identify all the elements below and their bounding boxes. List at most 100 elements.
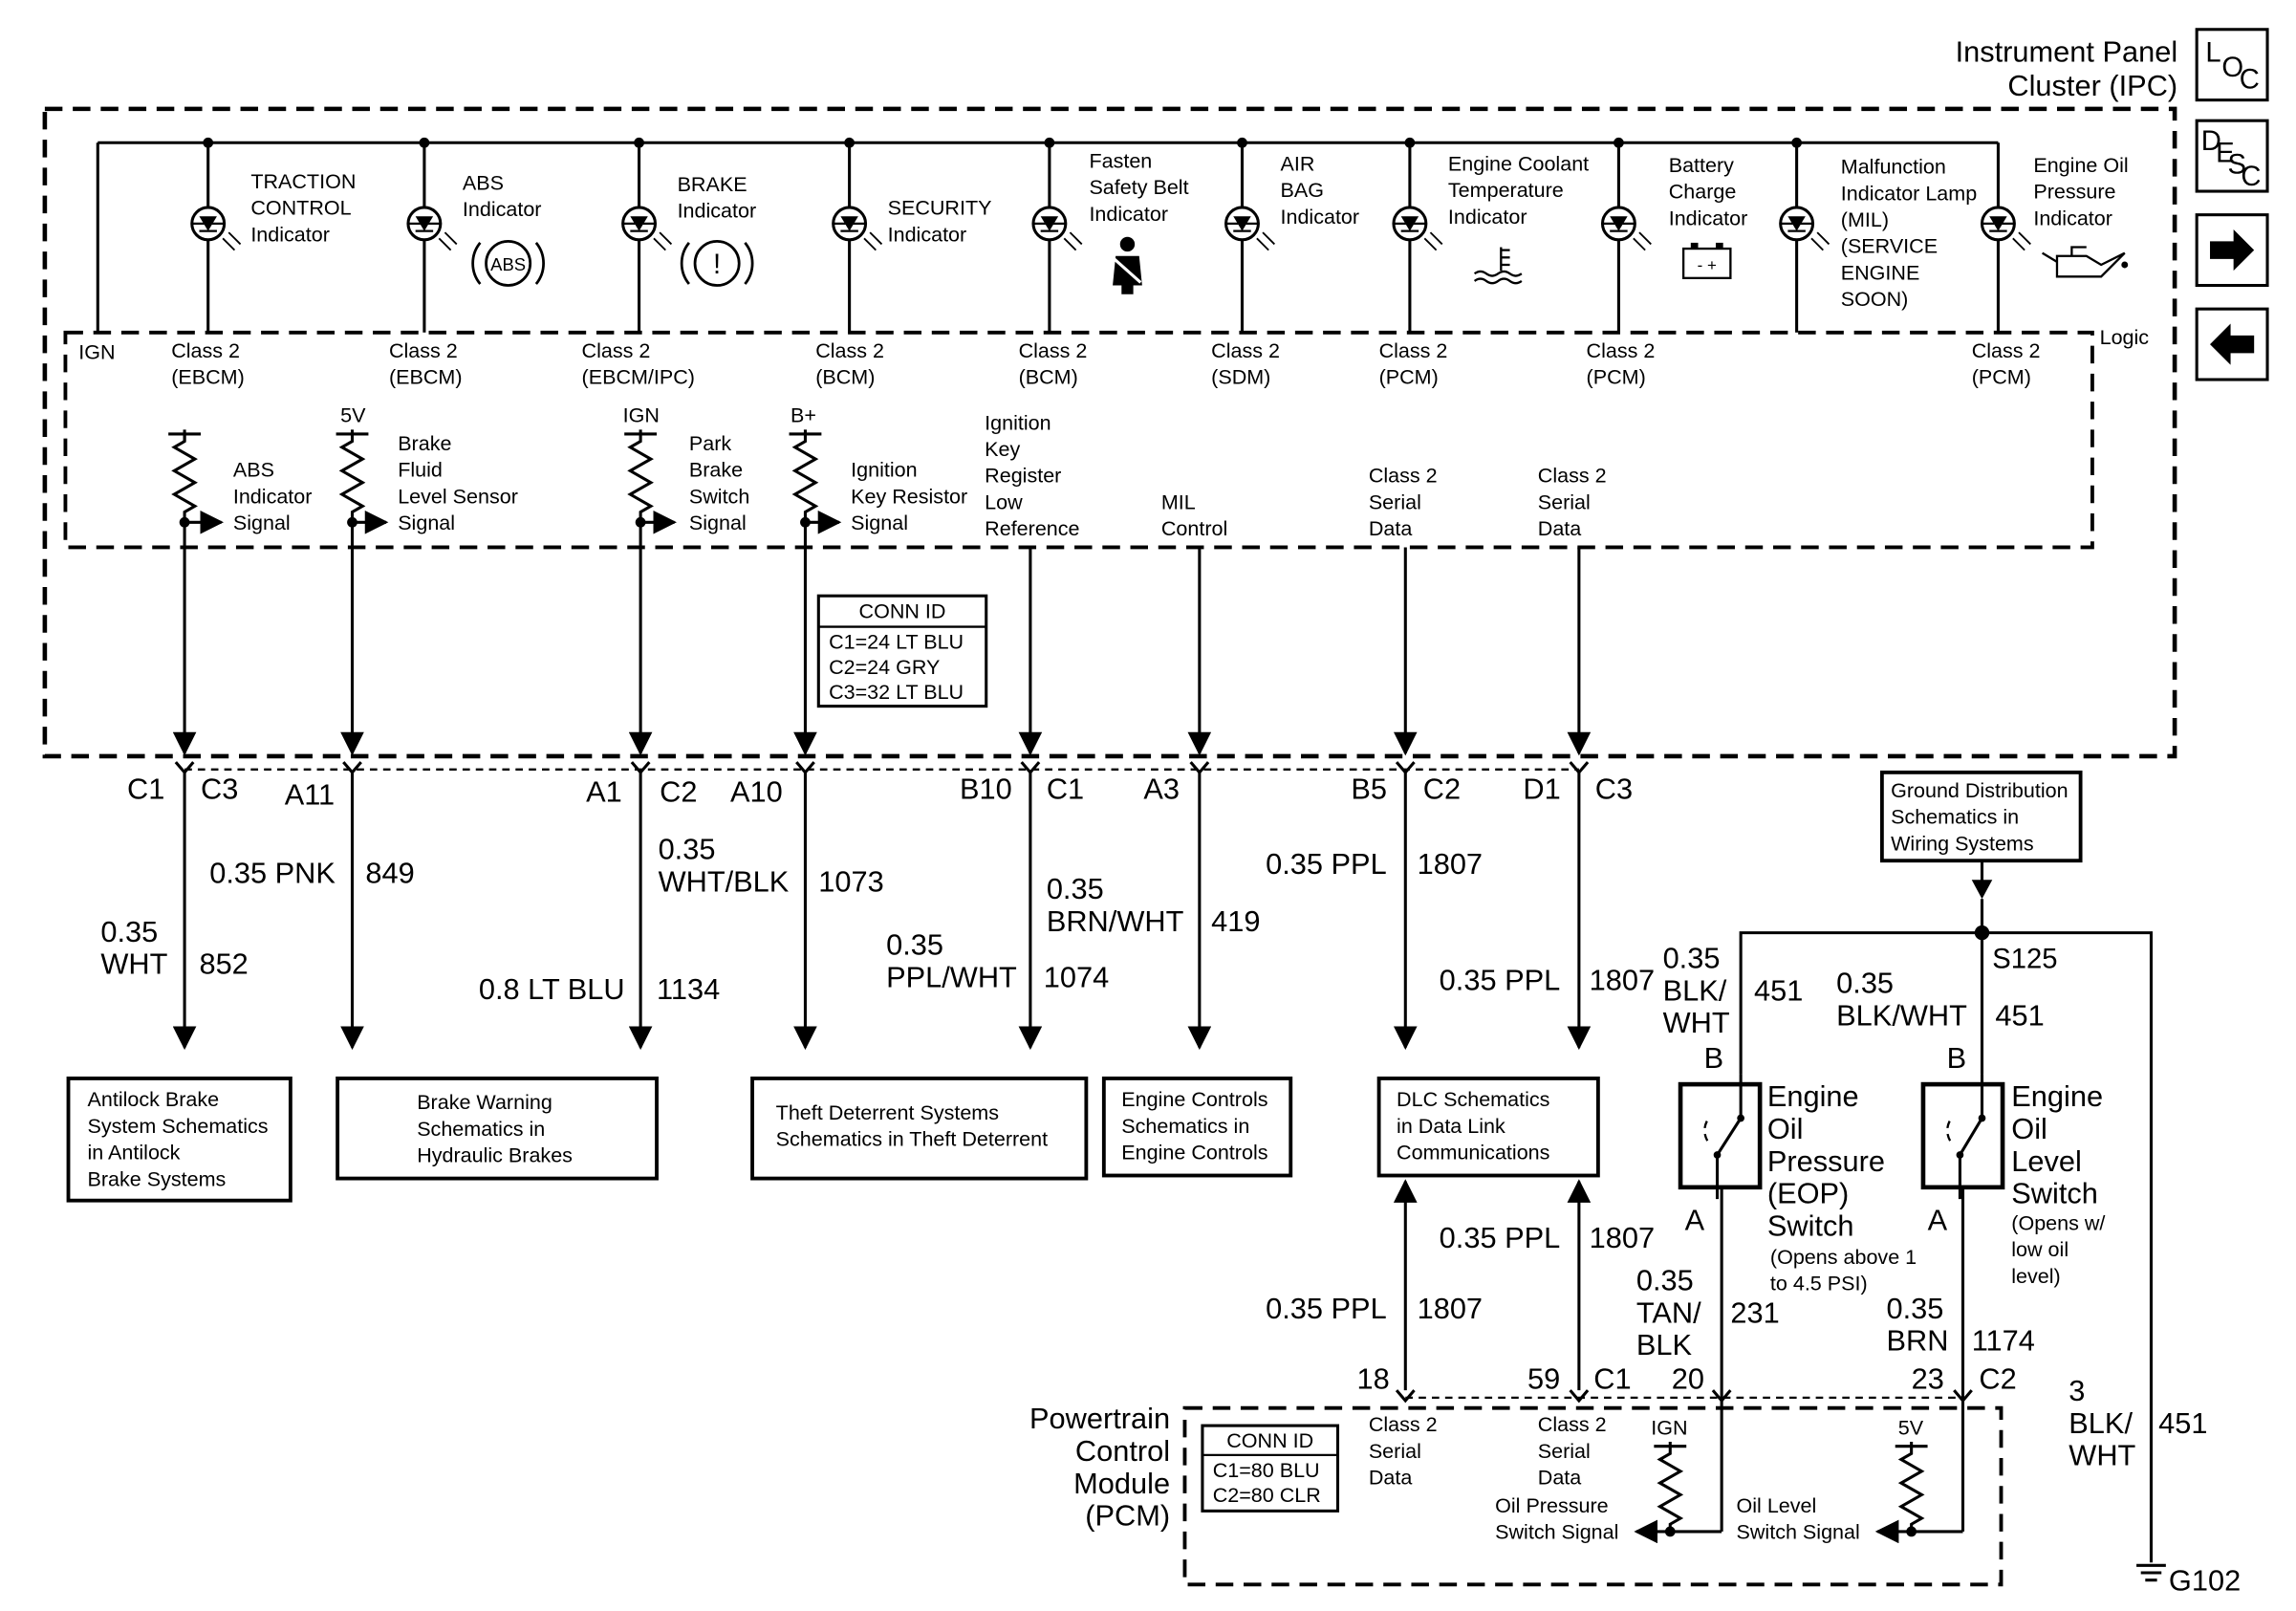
abs-symbol-icon: ABS [471,239,545,287]
signal-brake-fluid-level: 5V Brake Fluid Level Sensor Signal [336,404,518,756]
wire-color: 0.8 LT BLU [479,972,625,1006]
dest-text: Communications [1397,1142,1549,1165]
switch-name: Switch [1767,1209,1854,1243]
previous-page-button[interactable] [2195,307,2269,381]
indicator-abs: ABS Indicator ABS Class 2 (EBCM) [389,137,545,389]
indicator-label: SECURITY [888,197,992,220]
supply-label: IGN [1651,1416,1687,1439]
pcm-label: Data [1538,1467,1582,1490]
bus-label: Class 2 [1019,339,1088,362]
bus-label: Class 2 [389,339,458,362]
connector-label: C3 [201,773,238,806]
pcm-title: Powertrain [1029,1402,1170,1435]
signal-class2-serial-data-2: Class 2 Serial Data [1538,465,1607,756]
ipc-boundary [42,106,2177,759]
indicator-label: Fasten [1089,149,1152,172]
wire-color: 0.35 [1636,1264,1694,1297]
dest-text: Brake Warning [417,1091,552,1114]
connector-label: C3 [1595,773,1633,806]
indicator-air-bag: AIR BAG Indicator Class 2 (SDM) [1211,137,1359,389]
bus-label: Class 2 [1211,339,1280,362]
signal-label: Key [985,438,1020,461]
dest-engine-controls[interactable]: Engine Controls Schematics in Engine Con… [1101,1077,1293,1178]
dest-antilock-brake-systems[interactable]: Antilock Brake System Schematics in Anti… [66,1077,292,1203]
pcm-pin-label: 18 [1357,1362,1390,1396]
ground-box-arrow-icon [1971,880,1993,900]
brake-symbol-text: ! [713,250,721,280]
ground-distribution-box[interactable]: Ground Distribution Schematics in Wiring… [1879,770,2083,863]
signal-label: Ignition [985,411,1051,434]
battery-symbol-text: - + [1698,256,1717,274]
indicator-label: Indicator [1089,203,1168,226]
switch-name: Switch [2011,1177,2098,1210]
pin-label: A1 [586,775,622,809]
wire-color: 0.35 [1886,1292,1943,1325]
signal-label: Serial [1538,490,1591,513]
indicator-label: TRACTION [250,170,356,193]
logic-boundary [63,330,2094,550]
indicator-label: Indicator [888,223,967,246]
switch-name: Engine [2011,1079,2103,1113]
dest-hydraulic-brakes[interactable]: Brake Warning Schematics in Hydraulic Br… [336,1077,659,1181]
desc-letter-c: C [2241,162,2261,192]
ground-box-text: Schematics in [1891,806,2019,829]
bus-label: Class 2 [1379,339,1448,362]
indicator-label: Engine Coolant [1448,153,1589,176]
title-line-1: Instrument Panel [1956,35,2178,69]
signal-label: Register [985,465,1061,488]
indicator-label: Indicator [678,200,757,223]
wire-color: BRN/WHT [1047,904,1184,938]
signal-ignition-key-resistor: B+ Ignition Key Resistor Signal [789,404,967,756]
conn-id-row: C2=80 CLR [1213,1484,1321,1507]
desc-letter-e: E [2216,138,2235,168]
wire-color: BRN [1886,1324,1948,1358]
oil-level-switch [1920,1074,2005,1200]
location-button[interactable]: L O C [2195,28,2269,102]
indicator-label: CONTROL [250,197,351,220]
switch-name: Pressure [1767,1144,1885,1178]
pcm-label: Oil Pressure [1495,1494,1608,1517]
dest-text: Engine Controls [1121,1142,1267,1165]
wire-color: 0.35 PPL [1266,1292,1387,1325]
loc-letter-l: L [2205,38,2220,69]
pin-label: A [1685,1203,1705,1236]
signal-label: Key Resistor [851,485,967,508]
pcm-connector-label: C1 [1593,1362,1631,1396]
dest-text: Theft Deterrent Systems [776,1101,999,1124]
signal-park-brake-switch: IGN Park Brake Switch Signal [623,404,749,756]
signal-label: Ignition [851,459,917,482]
wire-color: 3 [2069,1374,2085,1407]
dest-text: Engine Controls [1121,1088,1267,1111]
signal-label: Signal [851,512,908,534]
dest-dlc-data-link[interactable]: DLC Schematics in Data Link Communicatio… [1376,1077,1600,1178]
description-button[interactable]: D E S C [2195,119,2269,193]
pcm-connector-label: C2 [1979,1362,2016,1396]
indicator-label: Engine Oil [2033,154,2128,177]
indicator-label: Pressure [2033,181,2115,204]
brake-warning-icon: ! [680,239,754,287]
pcm-label: Serial [1538,1440,1591,1463]
pcm-pin-label: 20 [1672,1362,1704,1396]
switch-name: Oil [1767,1112,1804,1145]
next-page-button[interactable] [2195,213,2269,288]
pin-label: A10 [730,775,783,809]
dest-theft-deterrent[interactable]: Theft Deterrent Systems Schematics in Th… [750,1077,1089,1181]
wire-color: BLK [1636,1328,1693,1361]
signal-label: Signal [689,512,747,534]
signal-label: Low [985,490,1023,513]
wire-color: 0.35 [100,915,158,948]
ground-symbol-icon [2136,1563,2166,1582]
signal-abs-indicator: ABS Indicator Signal [168,427,312,756]
switch-note: to 4.5 PSI) [1770,1273,1868,1295]
indicator-label: BRAKE [678,173,747,196]
wire-color: 0.35 [1047,872,1104,905]
pin-label: B [1947,1041,1967,1075]
pin-label: B5 [1351,773,1387,806]
loc-letter-o: O [2221,53,2243,83]
indicator-label: BAG [1280,179,1323,202]
indicator-label: Battery [1669,154,1734,177]
indicator-traction-control: TRACTION CONTROL Indicator Class 2 (EBCM… [171,137,356,389]
signal-label: Data [1538,517,1582,540]
pcm-title: Module [1073,1467,1170,1500]
